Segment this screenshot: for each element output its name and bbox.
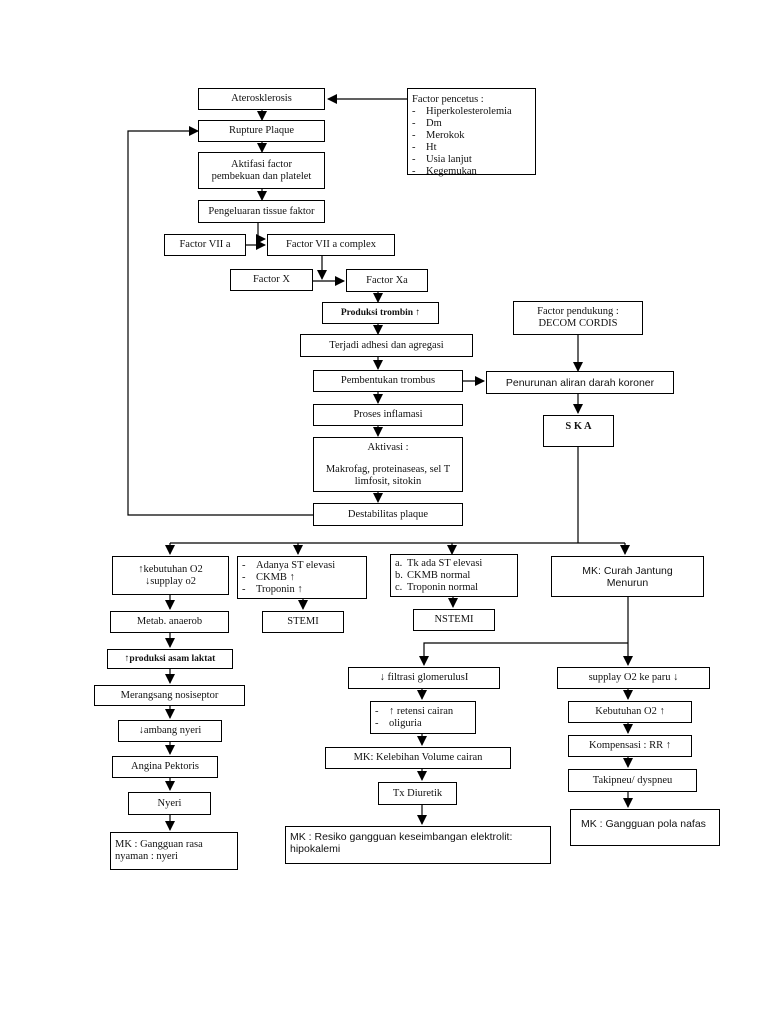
filtrasi-box: ↓ filtrasi glomerulusI	[348, 667, 500, 689]
pengeluaran-box: Pengeluaran tissue faktor	[198, 200, 325, 223]
kebutuhan-o2-box: ↑kebutuhan O2 ↓supplay o2	[112, 556, 229, 595]
mk-nyeri-box: MK : Gangguan rasa nyaman : nyeri	[110, 832, 238, 870]
mk-nyeri-line1: MK : Gangguan rasa	[115, 839, 203, 850]
ambang-nyeri-box: ↓ambang nyeri	[118, 720, 222, 742]
produksi-asam-box: ↑produksi asam laktat	[107, 649, 233, 669]
factor-pendukung-box: Factor pendukung : DECOM CORDIS	[513, 301, 643, 335]
mk-elektrolit-line1: MK : Resiko gangguan keseimbangan elektr…	[290, 831, 513, 843]
aktivasi-box: Aktivasi : Makrofag, proteinaseas, sel T…	[313, 437, 463, 492]
pembentukan-trombus-box: Pembentukan trombus	[313, 370, 463, 392]
kebutuhan-o2-box-b4: Kebutuhan O2 ↑	[568, 701, 692, 723]
list-item: -CKMB ↑	[242, 571, 295, 583]
list-item: b.CKMB normal	[395, 569, 471, 581]
list-item: -Usia lanjut	[412, 154, 472, 165]
aktifasi-line2: pembekuan dan platelet	[211, 170, 312, 182]
list-item: -Merokok	[412, 130, 465, 141]
list-item: c.Troponin normal	[395, 581, 479, 593]
ska-box: S K A	[543, 415, 614, 447]
list-item: a.Tk ada ST elevasi	[395, 557, 483, 569]
list-item: -↑ retensi cairan	[375, 705, 454, 717]
mk-volume-box: MK: Kelebihan Volume cairan	[325, 747, 511, 769]
factor-viia-box: Factor VII a	[164, 234, 246, 256]
nstemi-box: NSTEMI	[413, 609, 495, 631]
arrow-pengeluaran-complex	[256, 223, 266, 244]
mk-curah-box: MK: Curah Jantung Menurun	[551, 556, 704, 597]
mk-nyeri-line2: nyaman : nyeri	[115, 851, 178, 862]
mk-curah-line2: Menurun	[606, 576, 649, 589]
list-item: -oliguria	[375, 717, 422, 729]
mk-curah-line1: MK: Curah Jantung	[582, 564, 673, 577]
kebutuhan-line2: ↓supplay o2	[144, 575, 197, 587]
produksi-trombin-box: Produksi trombin ↑	[322, 302, 439, 324]
takipneu-box: Takipneu/ dyspneu	[568, 769, 697, 792]
list-item: -Adanya ST elevasi	[242, 559, 336, 571]
pendukung-value: DECOM CORDIS	[538, 318, 618, 329]
st-elevasi-box: -Adanya ST elevasi -CKMB ↑ -Troponin ↑	[237, 556, 367, 599]
aterosklerosis-box: Aterosklerosis	[198, 88, 325, 110]
metab-anaerob-box: Metab. anaerob	[110, 611, 229, 633]
mk-elektrolit-line2: hipokalemi	[290, 843, 341, 855]
kebutuhan-line1: ↑kebutuhan O2	[138, 563, 203, 575]
list-item: -Kegemukan	[412, 166, 477, 177]
mk-elektrolit-box: MK : Resiko gangguan keseimbangan elektr…	[285, 826, 551, 864]
mk-pola-box: MK : Gangguan pola nafas	[570, 809, 720, 846]
list-item: -Dm	[412, 118, 442, 129]
list-item: -Ht	[412, 142, 437, 153]
tx-diuretik-box: Tx Diuretik	[378, 782, 457, 805]
factor-x-box: Factor X	[230, 269, 313, 291]
list-item: -Hiperkolesterolemia	[412, 106, 512, 117]
nyeri-box: Nyeri	[128, 792, 211, 815]
angina-box: Angina Pektoris	[112, 756, 218, 778]
aktifasi-box: Aktifasi factor pembekuan dan platelet	[198, 152, 325, 189]
factor-xa-box: Factor Xa	[346, 269, 428, 292]
retensi-box: -↑ retensi cairan -oliguria	[370, 701, 476, 734]
loop-destabilitas-rupture	[127, 126, 313, 516]
destabilitas-box: Destabilitas plaque	[313, 503, 463, 526]
penurunan-aliran-box: Penurunan aliran darah koroner	[486, 371, 674, 394]
tk-st-elevasi-box: a.Tk ada ST elevasi b.CKMB normal c.Trop…	[390, 554, 518, 597]
factor-pencetus-title: Factor pencetus :	[412, 94, 484, 105]
aktivasi-line1: Makrofag, proteinaseas, sel T	[325, 464, 451, 475]
merangsang-box: Merangsang nosiseptor	[94, 685, 245, 706]
factor-pencetus-box: Factor pencetus : -Hiperkolesterolemia -…	[407, 88, 536, 177]
proses-inflamasi-box: Proses inflamasi	[313, 404, 463, 426]
aktivasi-title: Aktivasi :	[367, 442, 409, 453]
rupture-plaque-box: Rupture Plaque	[198, 120, 325, 142]
aktivasi-line2: limfosit, sitokin	[354, 476, 422, 487]
stemi-box: STEMI	[262, 611, 344, 633]
factor-viia-complex-box: Factor VII a complex	[267, 234, 395, 256]
pendukung-title: Factor pendukung :	[537, 306, 619, 317]
supplay-paru-box: supplay O2 ke paru ↓	[557, 667, 710, 689]
adhesi-box: Terjadi adhesi dan agregasi	[300, 334, 473, 357]
list-item: -Troponin ↑	[242, 583, 303, 595]
kompensasi-box: Kompensasi : RR ↑	[568, 735, 692, 757]
aktifasi-line1: Aktifasi factor	[231, 158, 292, 170]
